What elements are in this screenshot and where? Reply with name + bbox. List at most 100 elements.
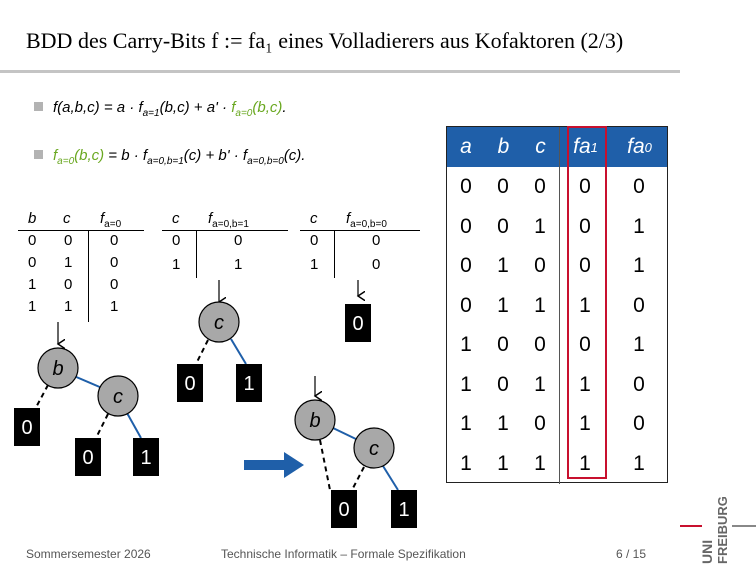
formula-text: (c) + b' · f (183, 147, 248, 164)
cofactor-table-a0-b0: c fa=0,b=0 0 0 1 0 (300, 210, 420, 280)
subscript: a=1 (142, 108, 160, 119)
table-cell: 1 (497, 293, 509, 317)
else-edge (195, 339, 209, 365)
table-cell: 0 (579, 175, 591, 198)
transform-arrow-icon (244, 452, 304, 478)
node-label: c (369, 438, 379, 460)
table-cell: 0 (310, 232, 319, 249)
svg-text:UNI: UNI (699, 540, 715, 564)
terminal-0 (14, 408, 40, 446)
table-cell: 0 (372, 232, 381, 249)
title-divider (0, 70, 680, 73)
table-cell: 1 (534, 372, 546, 396)
bdd-node-c (353, 427, 395, 469)
table-cell: 0 (633, 175, 645, 198)
table-cell: 0 (460, 214, 472, 238)
terminal-1 (133, 438, 159, 476)
formula-text: . (282, 99, 287, 116)
table-cell: 1 (579, 451, 591, 475)
table-cell: 1 (579, 293, 591, 317)
table-cell: 1 (534, 293, 546, 317)
terminal-0 (75, 438, 101, 476)
table-cell: 0 (579, 254, 591, 277)
table-cell: 1 (28, 276, 37, 293)
table-cell: 1 (633, 214, 645, 238)
table-cell: 1 (579, 412, 591, 435)
table-header: c (522, 127, 559, 167)
terminal-label: 0 (184, 373, 195, 395)
else-edge (95, 413, 109, 439)
table-cell: 0 (633, 372, 645, 396)
table-cell: 0 (110, 232, 119, 249)
table-cell: 0 (460, 254, 472, 277)
svg-text:FREIBURG: FREIBURG (715, 496, 730, 564)
subscript: a=0 (235, 108, 253, 119)
table-cell: 1 (460, 372, 472, 396)
bullet-square-icon (34, 102, 43, 111)
table-cell: 0 (110, 276, 119, 293)
table-rule (300, 230, 420, 231)
table-cell: 1 (534, 214, 546, 238)
table-cell: 1 (633, 451, 645, 475)
then-edge (382, 465, 399, 491)
table-rule (18, 230, 144, 231)
footer-semester: Sommersemester 2026 (26, 547, 151, 561)
terminal-label: 1 (140, 447, 151, 469)
formula-text: (c). (283, 147, 306, 164)
node-label: b (52, 358, 63, 380)
bdd-node-c (198, 301, 240, 343)
table-cell: 0 (234, 232, 243, 249)
then-edge (73, 375, 103, 389)
cofactor-table-a0-b1: c fa=0,b=1 0 0 1 1 (162, 210, 288, 280)
then-edge (126, 412, 142, 439)
formula-text: (b,c) + a' · (159, 99, 232, 116)
table-rule (88, 230, 89, 322)
formula-green: (b,c) (252, 99, 283, 116)
table-cell: 0 (460, 175, 472, 198)
table-header: fa=0 (100, 210, 122, 230)
table-divider (559, 127, 560, 484)
terminal-label: 0 (21, 417, 32, 439)
table-cell: 0 (64, 232, 73, 249)
table-cell: 1 (633, 254, 645, 277)
table-cell: 1 (534, 451, 546, 475)
table-cell: 0 (497, 175, 509, 198)
table-cell: 1 (172, 256, 181, 273)
table-cell: 1 (310, 256, 319, 273)
table-cell: 1 (460, 412, 472, 435)
table-cell: 1 (497, 451, 509, 475)
subscript: a=0,b=0 (247, 156, 284, 167)
else-edge (319, 439, 331, 491)
table-cell: 0 (172, 232, 181, 249)
table-cell: 0 (534, 333, 546, 356)
table-cell: 1 (64, 254, 73, 271)
terminal-0 (177, 364, 203, 402)
table-cell: 0 (633, 412, 645, 435)
table-header: b (485, 127, 522, 167)
table-cell: 1 (64, 298, 73, 315)
formula-green: f (231, 99, 236, 116)
footer-page-number: 6 / 15 (616, 547, 647, 561)
else-edge (351, 466, 365, 491)
table-header: a (447, 127, 485, 167)
then-edge (332, 427, 359, 441)
table-cell: 0 (497, 214, 509, 238)
footer-course: Technische Informatik – Formale Spezifik… (221, 547, 466, 561)
terminal-label: 0 (352, 313, 363, 335)
table-cell: 0 (110, 254, 119, 271)
bdd-node-c (97, 375, 139, 417)
table-header: fa=0,b=1 (208, 210, 249, 230)
table-header: c (63, 210, 71, 227)
formula-text: f(a,b,c) = a · f (53, 99, 143, 116)
bdd-node-b (37, 347, 79, 389)
terminal-0 (345, 304, 371, 342)
table-rule (196, 230, 197, 278)
table-cell: 0 (460, 293, 472, 317)
table-cell: 0 (28, 232, 37, 249)
table-cell: 1 (460, 451, 472, 475)
slide-title: BDD des Carry-Bits f := fa₁ eines Vollad… (26, 28, 624, 53)
terminal-label: 1 (398, 499, 409, 521)
table-cell: 0 (28, 254, 37, 271)
